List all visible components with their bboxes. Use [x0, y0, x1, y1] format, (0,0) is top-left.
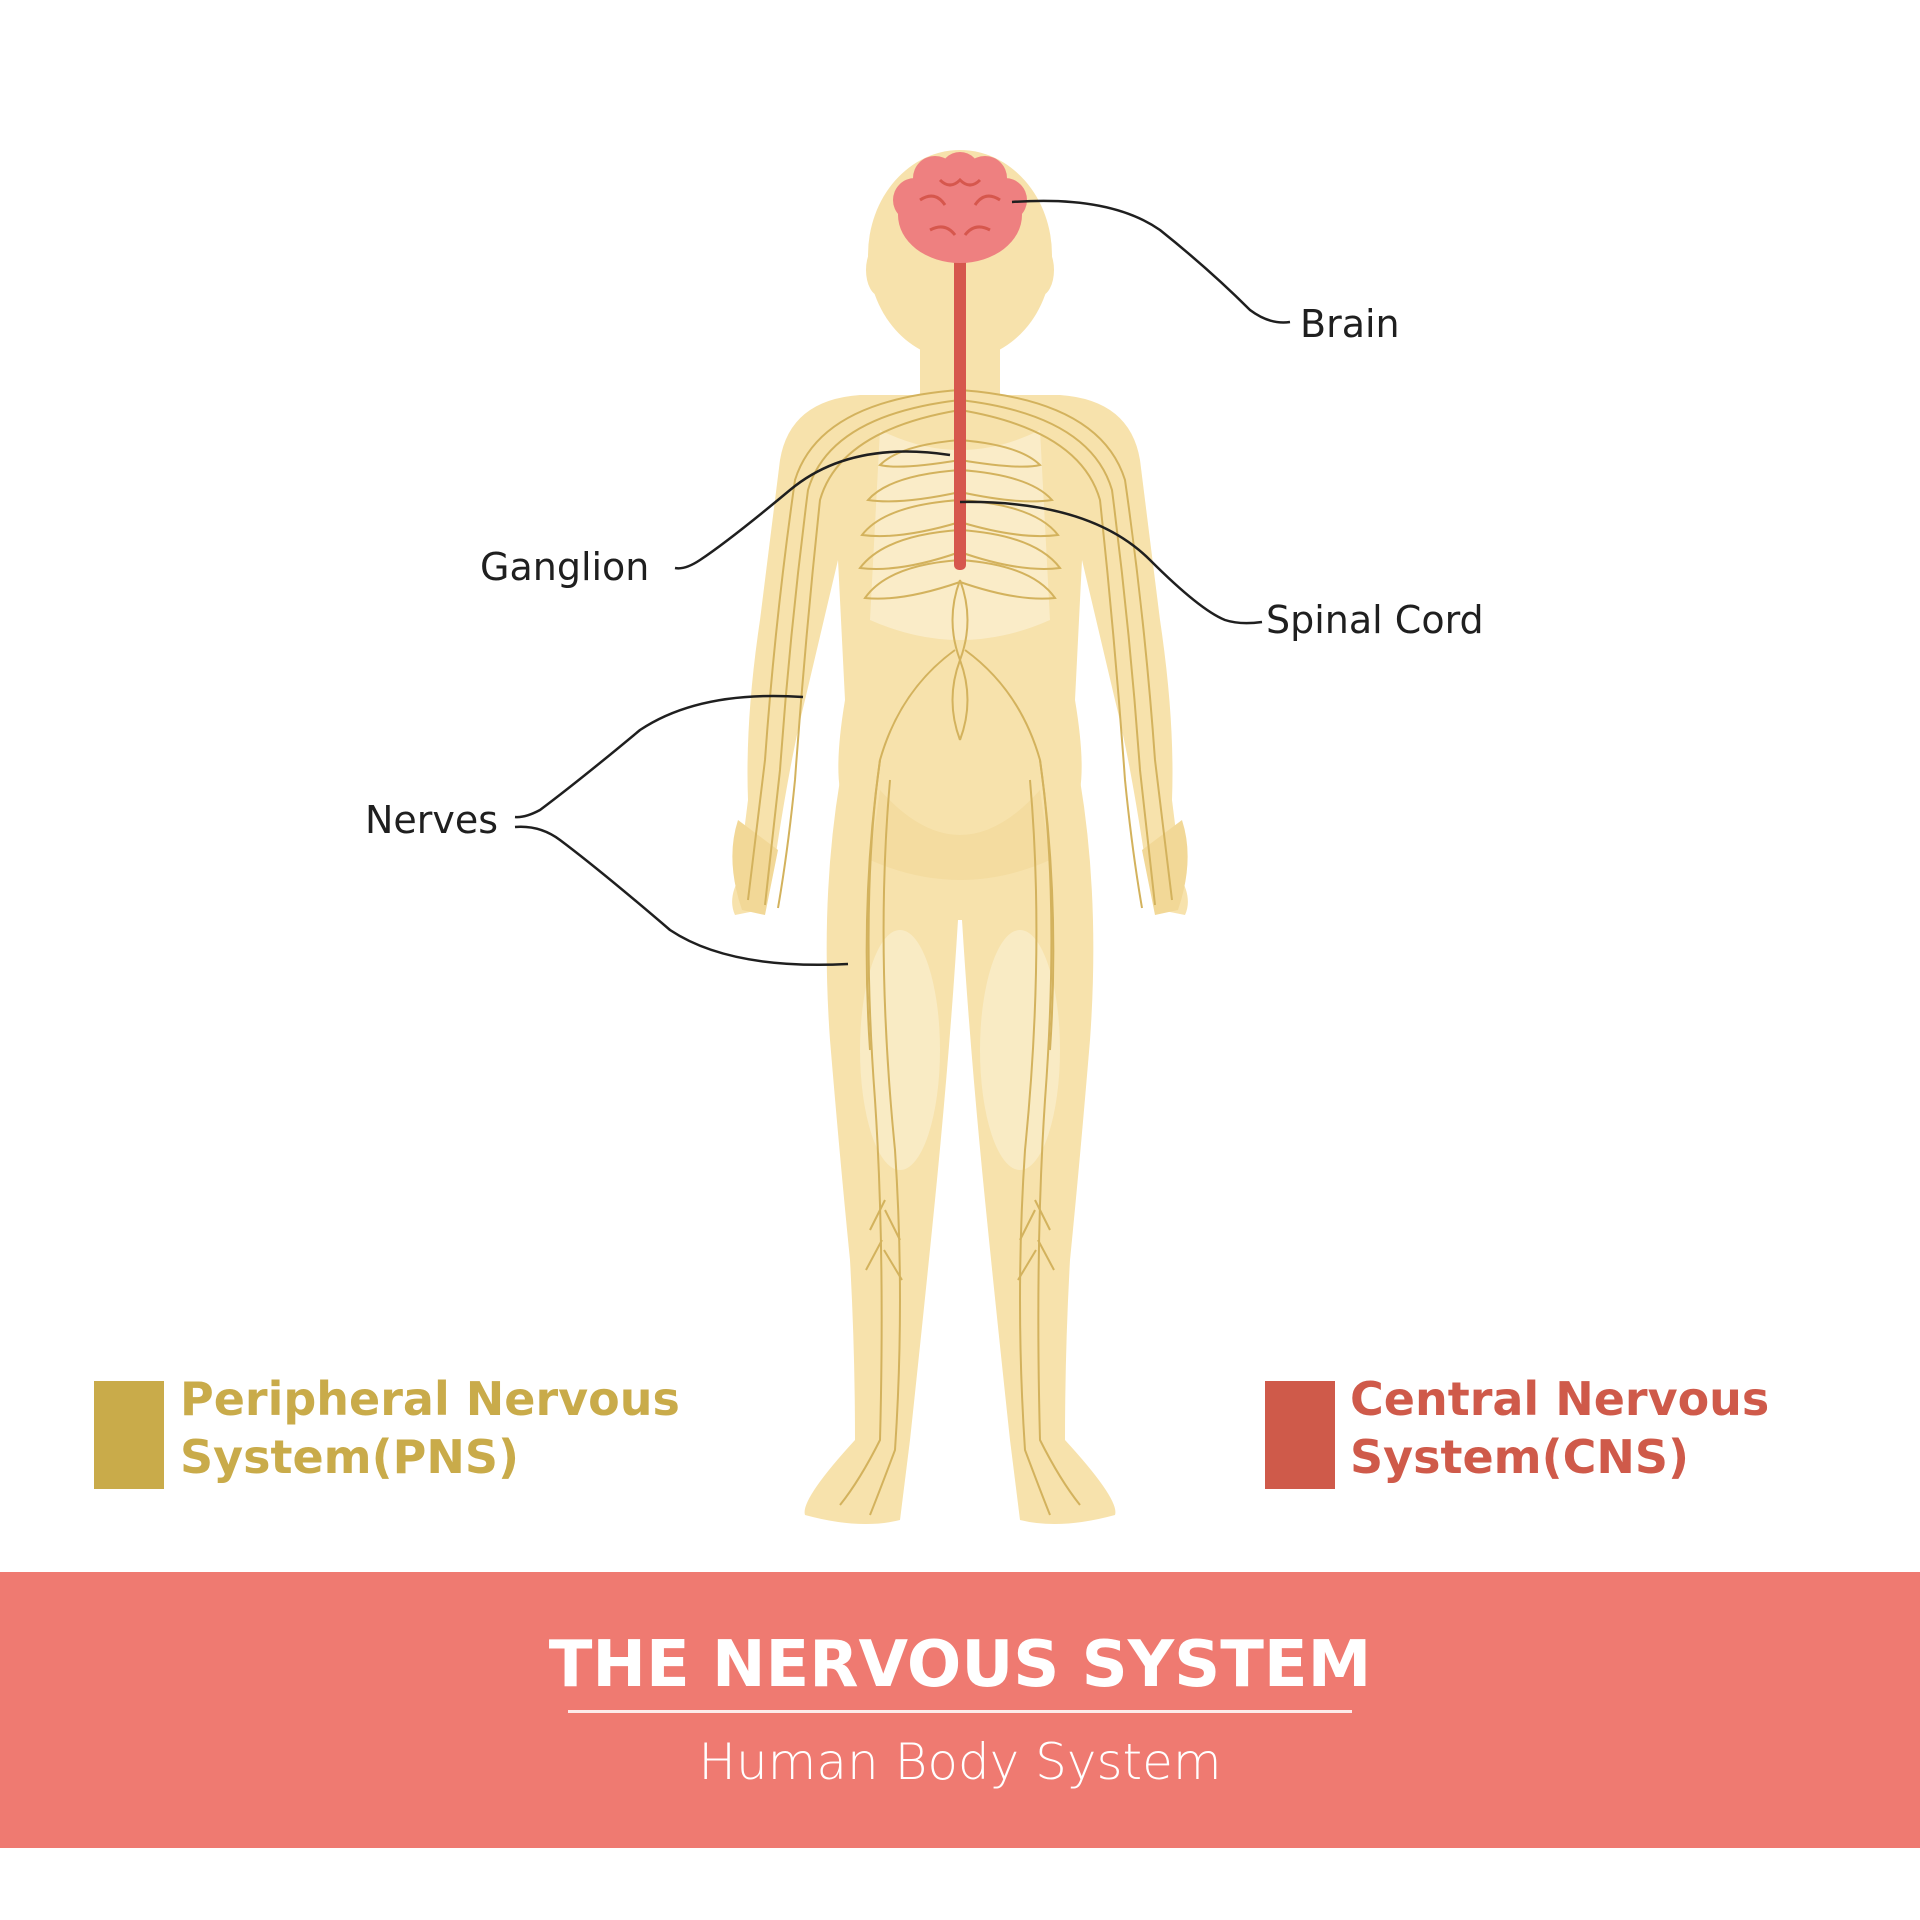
- legend-cns-swatch: [1265, 1381, 1335, 1489]
- legend-pns-label: Peripheral Nervous System(PNS): [180, 1370, 680, 1486]
- spinal-cord-leader: [959, 500, 1263, 625]
- nervous-system-diagram: [514, 150, 1291, 1524]
- legend-cns-label: Central Nervous System(CNS): [1350, 1370, 1769, 1486]
- nerves-leader-upper: [514, 694, 804, 819]
- ganglion-leader: [674, 450, 951, 570]
- central-nervous-system: [893, 152, 1027, 570]
- leader-lines: [514, 199, 1291, 967]
- title-divider: [568, 1710, 1352, 1713]
- legend-pns-swatch: [94, 1381, 164, 1489]
- legend-cns-line2: System(CNS): [1350, 1430, 1690, 1484]
- page-subtitle: Human Body System: [698, 1733, 1222, 1791]
- page-title: THE NERVOUS SYSTEM: [548, 1628, 1372, 1702]
- label-brain: Brain: [1300, 302, 1400, 346]
- legend-pns-line1: Peripheral Nervous: [180, 1372, 680, 1426]
- brain-leader: [1011, 199, 1291, 324]
- label-spinal-cord: Spinal Cord: [1266, 598, 1484, 642]
- spinal-cord: [954, 200, 966, 570]
- legend-pns-line2: System(PNS): [180, 1430, 520, 1484]
- brain-shape: [893, 152, 1027, 263]
- label-ganglion: Ganglion: [480, 545, 650, 589]
- legend-cns-line1: Central Nervous: [1350, 1372, 1770, 1426]
- nerves-leader-lower: [514, 825, 849, 967]
- peripheral-nerves: [747, 389, 1173, 1516]
- label-nerves: Nerves: [365, 798, 499, 842]
